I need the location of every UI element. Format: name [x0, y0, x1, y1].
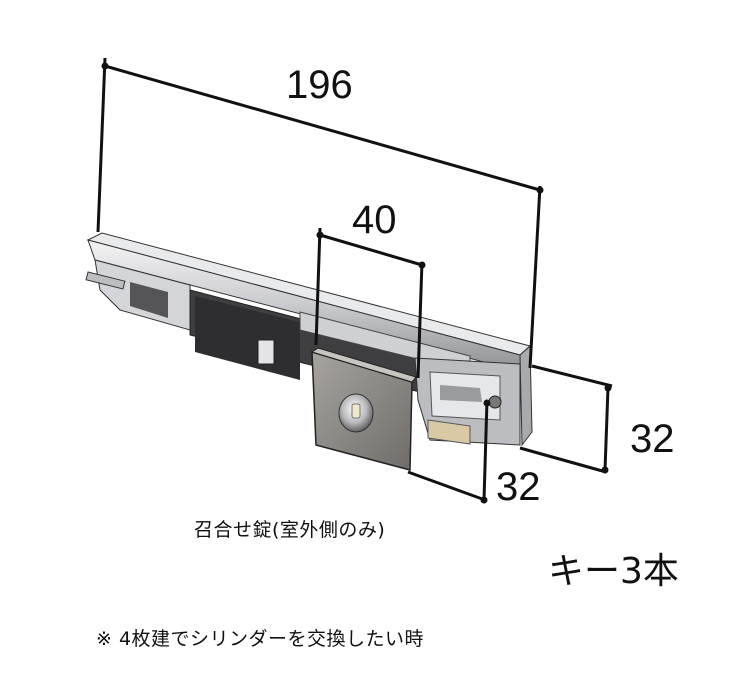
dimension-ticks: [101, 62, 612, 504]
dimension-height-label: 32: [630, 417, 675, 461]
dimension-lines: [96, 57, 613, 502]
dimension-depth-label: 32: [496, 465, 541, 509]
key-count-label: キー3本: [548, 551, 679, 592]
lock-body: [85, 232, 533, 471]
dimension-length-label: 196: [286, 63, 353, 107]
product-caption: 召合せ錠(室外側のみ): [194, 519, 386, 541]
replacement-note: ※ 4枚建でシリンダーを交換したい時: [96, 628, 425, 650]
dimension-pitch-label: 40: [352, 198, 397, 242]
